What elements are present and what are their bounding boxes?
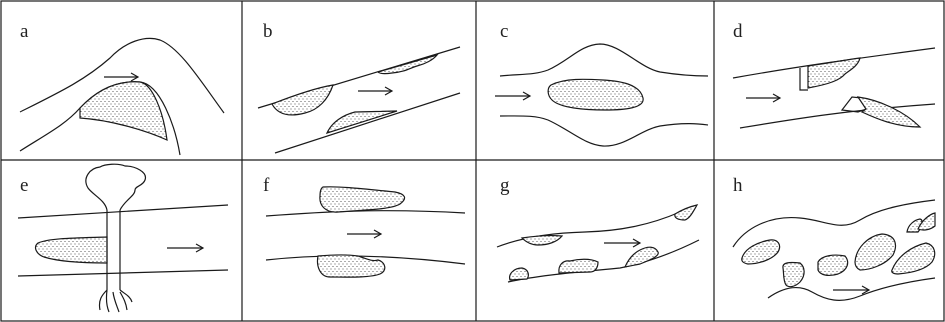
panel-label-e: e [20,175,28,196]
upstream-deposit [36,237,107,263]
bank-deposit-lower [327,111,397,133]
flow-arrow [604,239,640,247]
bar-3 [818,255,848,275]
panel-label-f: f [263,175,270,196]
panel-label-g: g [500,175,510,196]
flow-arrow [167,244,203,252]
deposit-2 [675,205,697,220]
panel-g: g [497,175,699,282]
bank-deposit-upper-right [378,55,437,74]
panel-h: h [733,175,935,300]
flow-arrow [495,92,530,100]
channel-bank-lower [508,240,699,282]
panel-b: b [258,21,460,153]
bar-5 [892,243,935,274]
bar-4 [855,234,895,270]
mid-channel-bar [548,79,643,110]
flow-arrow [746,94,780,102]
deposit-3 [510,268,529,280]
channel-bank-lower [500,116,708,146]
panel-label-b: b [263,21,273,42]
panel-c: c [495,21,708,146]
bank-deposit-upper [320,187,405,212]
obstacle-wall [800,68,808,90]
channel-bank-upper [266,211,465,216]
channel-bank-upper [18,205,228,218]
bar-2 [783,263,804,287]
panel-d: d [733,21,935,128]
deposit-1 [522,236,562,245]
bank-deposit-left [272,85,333,115]
panel-label-d: d [733,21,743,42]
flow-arrow [358,87,392,95]
panel-label-a: a [20,21,29,42]
upstream-deposit [808,58,860,88]
channel-bank-lower [18,270,228,276]
flow-arrow [833,286,869,294]
bank-deposit-lower [318,255,385,277]
channel-bank-upper [733,200,935,247]
lee-deposit [858,97,920,127]
tree-trunk-icon [107,210,120,290]
panel-label-h: h [733,175,743,196]
panel-e: e [18,164,228,312]
bar-1 [742,240,780,264]
deposit-4 [559,259,598,273]
panel-label-c: c [500,21,508,42]
panel-a: a [20,21,224,155]
tree-roots-icon [99,290,132,312]
tree-crown-icon [86,164,146,210]
flow-arrow [104,73,138,81]
flow-arrow [347,230,381,238]
deposit-5 [625,247,658,267]
panel-f: f [263,175,465,277]
channel-bank-upper [500,44,708,76]
